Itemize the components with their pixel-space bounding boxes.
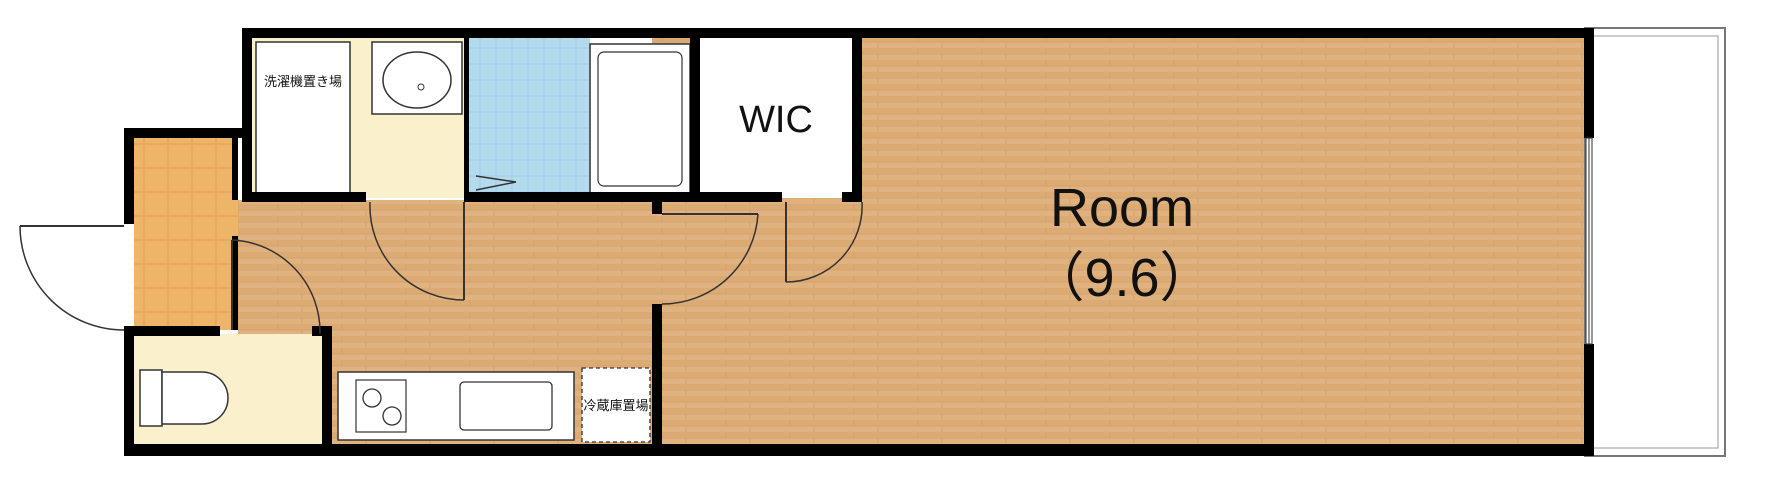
bathroom-floor (464, 38, 590, 198)
bath-folding-door-icon (475, 175, 517, 191)
room-size-label: （9.6） (1030, 248, 1213, 308)
stove (355, 379, 407, 433)
fridge-space (581, 367, 651, 443)
entrance-door (19, 225, 125, 331)
wic-floor (700, 38, 852, 198)
toilet-tank (139, 369, 163, 427)
bathtub-inner (597, 51, 683, 187)
fridge-label: 冷蔵庫置場 (583, 399, 648, 414)
genkan-door (231, 239, 321, 335)
wic-label: WIC (739, 99, 813, 141)
burner-icon (362, 388, 382, 408)
balcony (1584, 27, 1726, 457)
sink-icon (459, 381, 553, 431)
drain-icon (417, 83, 425, 91)
walls (124, 28, 1594, 456)
washer-space (255, 41, 351, 195)
washer-label: 洗濯機置き場 (264, 75, 342, 90)
genkan-floor (134, 138, 238, 330)
room-label: Room (1050, 178, 1194, 238)
toilet-icon (161, 371, 229, 425)
room-door (661, 213, 759, 305)
wash-basin-icon (382, 51, 452, 109)
wic-door (785, 201, 863, 283)
burner-icon (382, 406, 402, 426)
washroom-door (369, 201, 465, 301)
